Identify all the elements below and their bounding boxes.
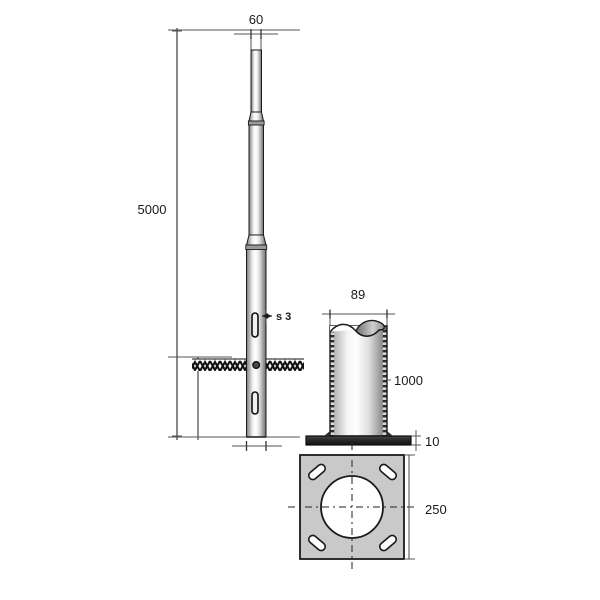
dimension-base-plate-side	[404, 454, 415, 560]
label-total-height: 5000	[138, 202, 167, 217]
ground-soil-hatch	[192, 358, 304, 371]
base-tube-bore	[355, 319, 385, 337]
base-tube-body	[329, 319, 388, 437]
base-tube-view	[305, 309, 421, 451]
cable-door-slot-lower	[251, 391, 259, 415]
dimension-wall-thickness-leader	[262, 310, 272, 325]
dimension-total-height	[168, 28, 300, 440]
dimension-bottom-diameter	[232, 441, 282, 451]
bolt-slot-top-left	[307, 463, 327, 481]
label-base-tube-diameter: 89	[351, 287, 365, 302]
base-plate-plan-view	[288, 443, 417, 572]
bolt-slot-holes	[307, 463, 398, 552]
label-plate-thickness: 10	[425, 434, 439, 449]
dimension-plate-thickness	[411, 430, 421, 451]
earthing-boss	[252, 361, 261, 370]
label-wall-thickness: s 3	[276, 311, 291, 323]
plan-centre-lines	[288, 443, 417, 572]
label-base-plate-side: 250	[425, 502, 447, 517]
pole-elevation-view	[168, 28, 304, 451]
bolt-slot-top-right	[378, 463, 398, 481]
pole-body	[245, 49, 268, 438]
bolt-slot-bottom-left	[307, 534, 327, 552]
bolt-slot-bottom-right	[378, 534, 398, 552]
dimension-top-diameter	[234, 29, 278, 52]
dimension-base-tube-diameter	[322, 309, 395, 326]
label-base-tube-length: 1000	[394, 373, 423, 388]
label-top-diameter: 60	[249, 12, 263, 27]
base-plate-elevation	[305, 431, 412, 446]
cable-door-slot-upper	[251, 312, 259, 338]
